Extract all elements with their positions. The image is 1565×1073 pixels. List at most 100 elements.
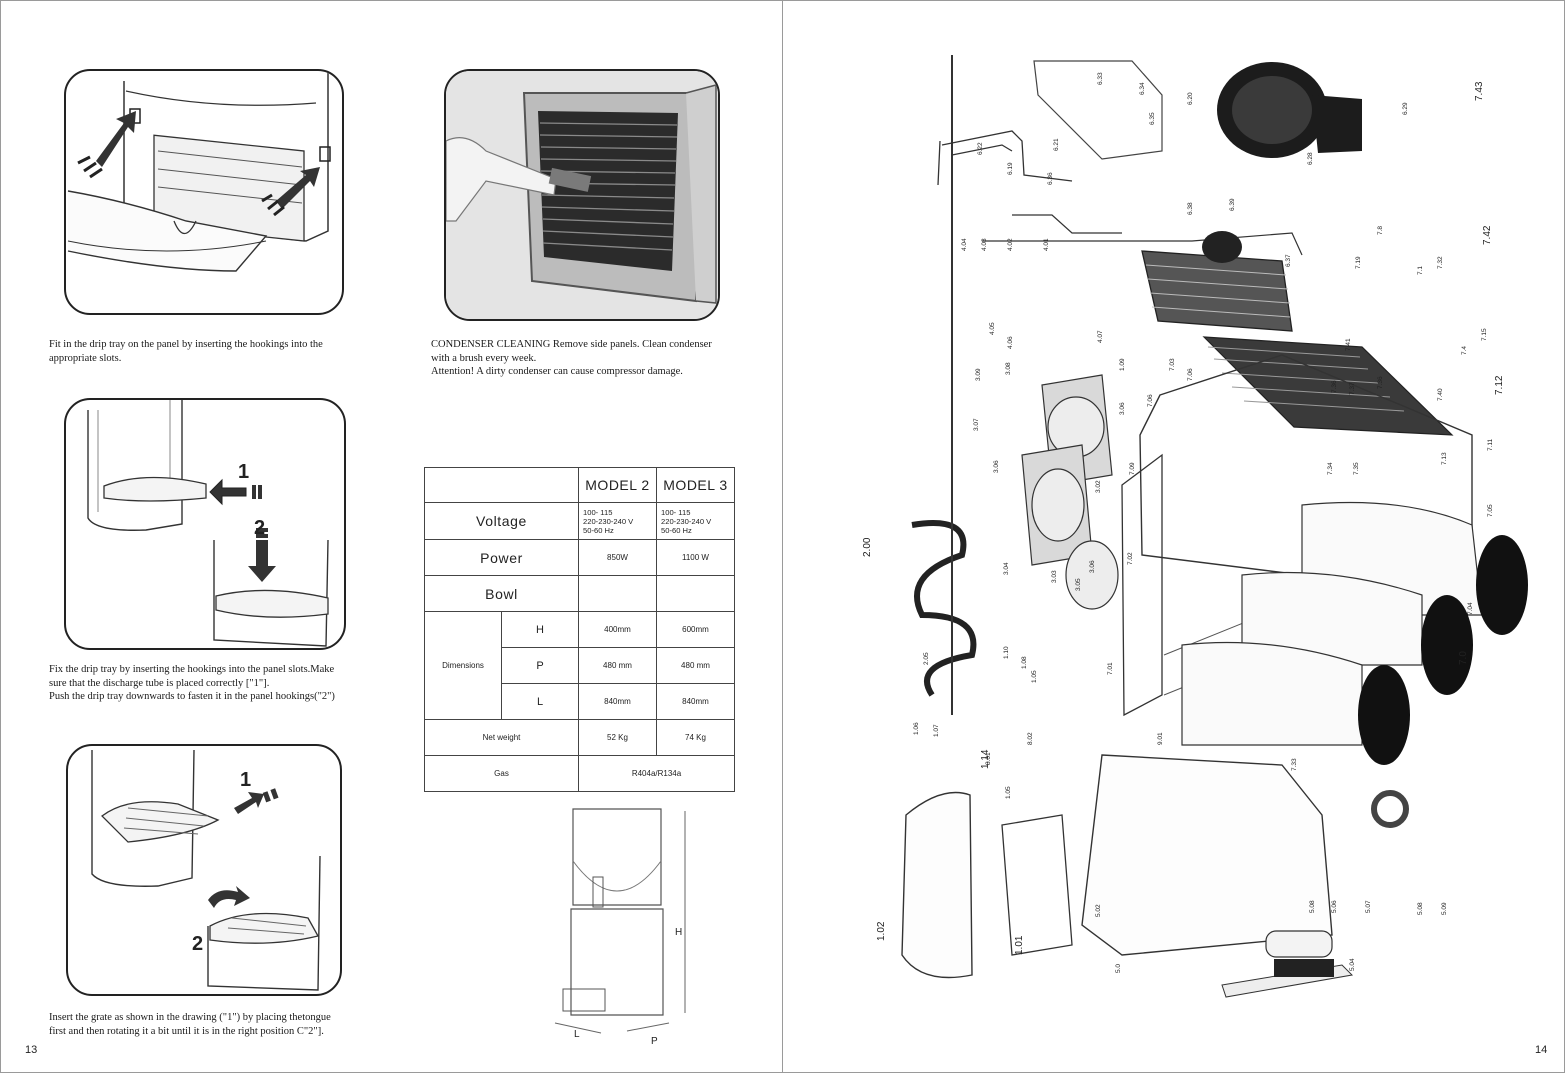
voltage-line: 220-230-240 V bbox=[583, 516, 634, 526]
part-label: 7.34 bbox=[1327, 462, 1334, 475]
control-grille bbox=[1202, 336, 1454, 436]
model-2-header: MODEL 2 bbox=[578, 467, 657, 503]
part-label: 4.05 bbox=[989, 322, 996, 335]
part-label: 5.08 bbox=[1309, 900, 1316, 913]
part-label: 5.02 bbox=[1095, 904, 1102, 917]
part-label: 3.07 bbox=[973, 418, 980, 431]
voltage-line: 50-60 Hz bbox=[583, 525, 614, 535]
step-2-label: 2 bbox=[254, 517, 265, 539]
part-label: 6.36 bbox=[1047, 172, 1054, 185]
part-label: 7.06 bbox=[1187, 368, 1194, 381]
part-label: 4.01 bbox=[1043, 238, 1050, 251]
caption-line: Fit in the drip tray on the panel by ins… bbox=[49, 339, 323, 350]
part-label: 3.08 bbox=[1005, 362, 1012, 375]
part-label: 6.22 bbox=[977, 142, 984, 155]
part-label: 1.01 bbox=[1014, 935, 1025, 955]
part-label: 6.35 bbox=[1149, 112, 1156, 125]
part-label: 4.06 bbox=[1007, 336, 1014, 349]
part-label: 1.14 bbox=[980, 749, 991, 769]
grate-caption: Insert the grate as shown in the drawing… bbox=[49, 1011, 389, 1038]
voltage-line: 220-230-240 V bbox=[661, 516, 712, 526]
bowl-model-2 bbox=[578, 575, 657, 612]
dimension-h-label: H bbox=[675, 927, 682, 938]
part-label: 6.28 bbox=[1307, 152, 1314, 165]
dimension-p-label: P bbox=[651, 1036, 658, 1047]
parts-frame-outline bbox=[1033, 60, 1163, 160]
part-label: 4.02 bbox=[1007, 238, 1014, 251]
part-label: 6.33 bbox=[1097, 72, 1104, 85]
dimension-h-model-3: 600mm bbox=[656, 611, 735, 648]
step-1-label: 1 bbox=[240, 769, 251, 791]
gas-value: R404a/R134a bbox=[578, 755, 735, 792]
caption-line: CONDENSER CLEANING Remove side panels. C… bbox=[431, 339, 712, 350]
part-label: 7.02 bbox=[1127, 552, 1134, 565]
part-label: 7.33 bbox=[1291, 758, 1298, 771]
part-label: 7.01 bbox=[1107, 662, 1114, 675]
drip-tray-fit-drawing bbox=[67, 71, 331, 272]
part-label: 6.37 bbox=[1285, 254, 1292, 267]
part-label: 3.09 bbox=[975, 368, 982, 381]
part-label: 7.8 bbox=[1377, 226, 1384, 235]
part-label: 3.06 bbox=[993, 460, 1000, 473]
part-label: 4.03 bbox=[981, 238, 988, 251]
part-label: 7.13 bbox=[1441, 452, 1448, 465]
caption-line: Fix the drip tray by inserting the hooki… bbox=[49, 664, 335, 675]
part-label: 7.36 bbox=[1331, 380, 1338, 393]
part-label: 6.20 bbox=[1187, 92, 1194, 105]
part-label: 6.19 bbox=[1007, 162, 1014, 175]
page-number-right: 14 bbox=[1535, 1044, 1548, 1056]
part-label: 7.35 bbox=[1353, 462, 1360, 475]
part-label: 7.41 bbox=[1345, 338, 1352, 351]
part-label: 7.12 bbox=[1494, 375, 1505, 395]
caption-line: Push the drip tray downwards to fasten i… bbox=[49, 691, 335, 702]
fan-blade bbox=[1202, 231, 1242, 263]
net-weight-model-3: 74 Kg bbox=[656, 719, 735, 756]
voltage-label: Voltage bbox=[424, 502, 579, 540]
bowl-model-3 bbox=[656, 575, 735, 612]
part-label: 1.10 bbox=[1003, 646, 1010, 659]
power-model-2: 850W bbox=[578, 539, 657, 576]
voltage-line: 100- 115 bbox=[661, 507, 691, 517]
part-label: 7.42 bbox=[1482, 225, 1493, 245]
dimension-axis-p: P bbox=[501, 647, 579, 684]
drip-tray-fix-drawing: 1 2 bbox=[87, 400, 329, 647]
part-label: 6.21 bbox=[1053, 138, 1060, 151]
drip-tray-fit-illustration bbox=[64, 69, 344, 315]
gas-label: Gas bbox=[424, 755, 579, 792]
dimension-axis-l: L bbox=[501, 683, 579, 720]
part-label: 8.02 bbox=[1027, 732, 1034, 745]
net-weight-label: Net weight bbox=[424, 719, 579, 756]
bowl-label: Bowl bbox=[424, 575, 579, 612]
dimension-l-label: L bbox=[574, 1029, 580, 1040]
toroid-transformer bbox=[1371, 790, 1409, 828]
part-label: 7.06 bbox=[1147, 394, 1154, 407]
power-label: Power bbox=[424, 539, 579, 576]
drip-tray-fix-illustration: 1 2 bbox=[64, 398, 346, 650]
table-corner bbox=[424, 467, 579, 503]
model-3-header: MODEL 3 bbox=[656, 467, 735, 503]
part-label: 7.09 bbox=[1129, 462, 1136, 475]
part-label: 7.19 bbox=[1355, 256, 1362, 269]
dimensions-label: Dimensions bbox=[424, 611, 502, 720]
condenser-fan bbox=[1217, 62, 1362, 158]
part-label: 6.34 bbox=[1139, 82, 1146, 95]
dimension-l-model-3: 840mm bbox=[656, 683, 735, 720]
part-label: 1.07 bbox=[933, 724, 940, 737]
bowl-cylinders bbox=[1181, 501, 1528, 765]
part-label: 7.11 bbox=[1487, 438, 1494, 451]
voltage-line: 50-60 Hz bbox=[661, 525, 692, 535]
part-label: 8.01 bbox=[985, 752, 992, 765]
part-label: 7.43 bbox=[1474, 81, 1485, 101]
caption-line: Attention! A dirty condenser can cause c… bbox=[431, 366, 683, 377]
voltage-model-3: 100- 115 220-230-240 V 50-60 Hz bbox=[656, 502, 735, 540]
exploded-parts-diagram: 6.33 6.34 6.35 6.20 6.28 6.29 7.43 6.22 6.19 6.21… bbox=[862, 55, 1528, 998]
part-label: 2.00 bbox=[862, 537, 873, 557]
part-label: 1.02 bbox=[876, 921, 887, 941]
part-label: 6.29 bbox=[1402, 102, 1409, 115]
part-label: 7.15 bbox=[1481, 328, 1488, 341]
step-1-label: 1 bbox=[238, 461, 249, 483]
bowl-lid bbox=[901, 754, 1333, 979]
part-label: 5.06 bbox=[1331, 900, 1338, 913]
step-2-label: 2 bbox=[192, 933, 203, 955]
part-label: 1.05 bbox=[1031, 670, 1038, 683]
